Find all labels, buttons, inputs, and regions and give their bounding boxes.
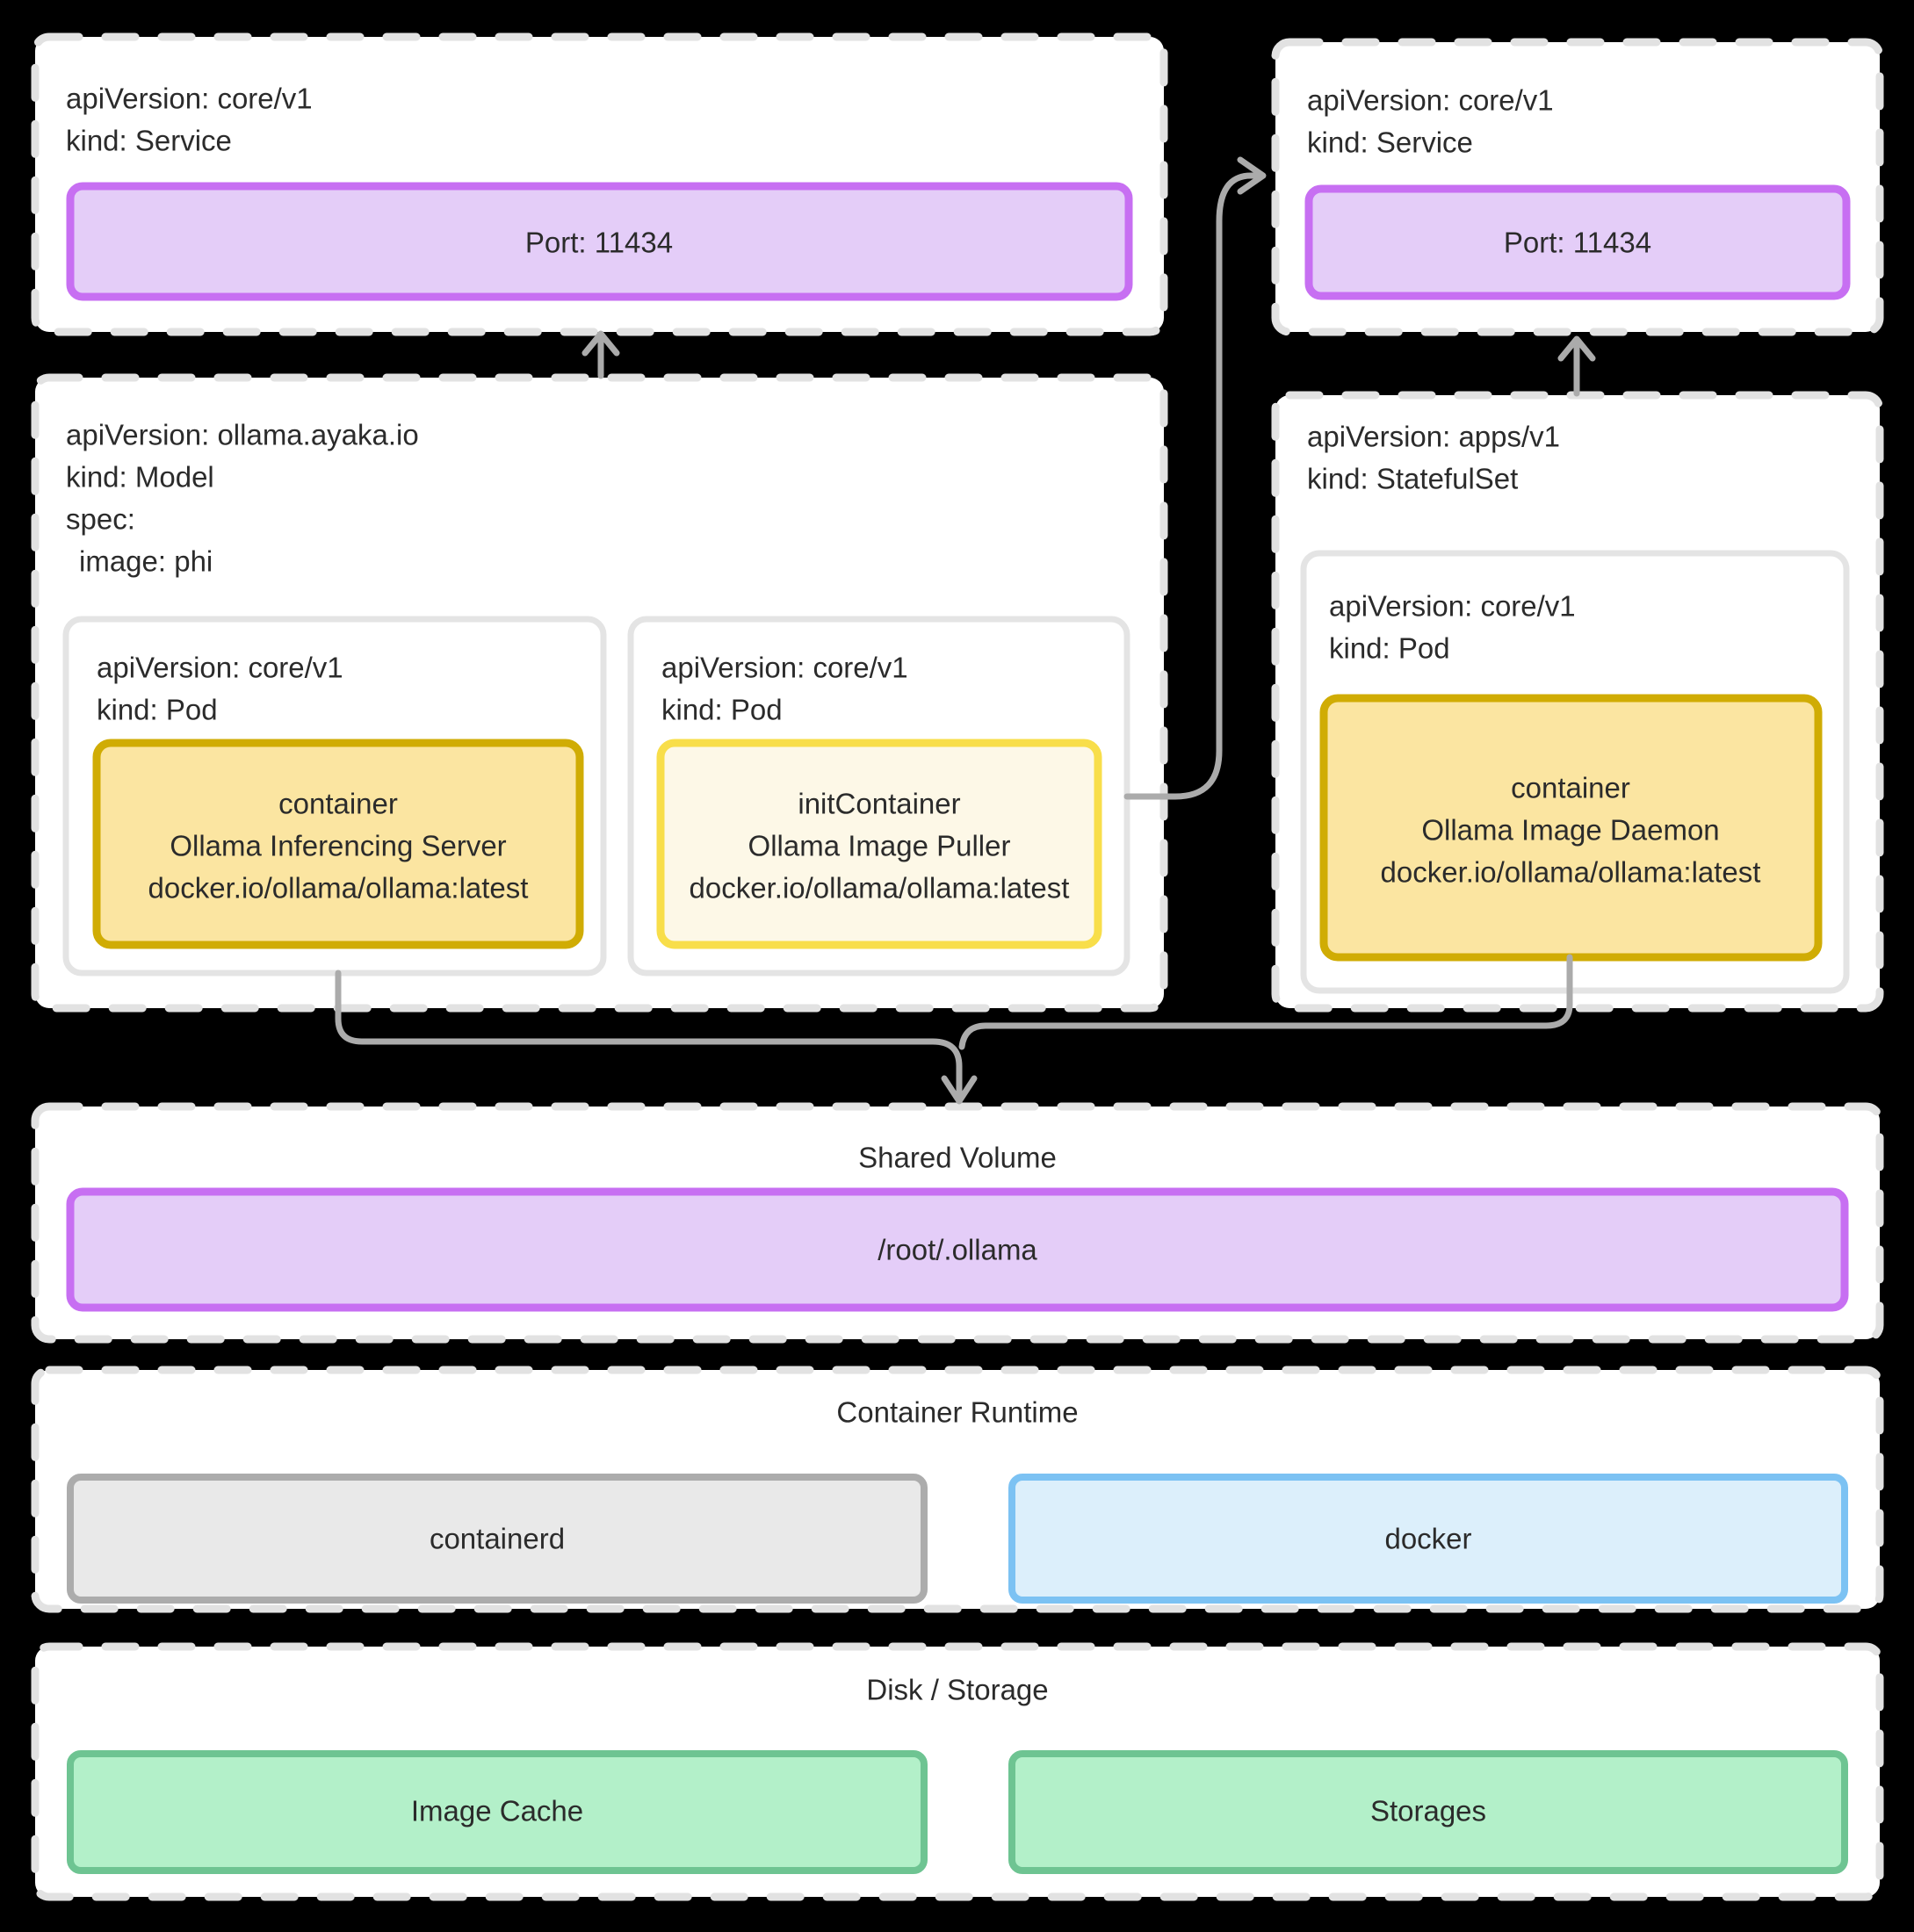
model-spec: spec: xyxy=(66,502,135,536)
service-left-port-label: Port: 11434 xyxy=(524,226,674,259)
storages-card xyxy=(1008,1750,1848,1874)
pod-daemon-api-version: apiVersion: core/v1 xyxy=(1329,589,1576,623)
model-spec-image: image: phi xyxy=(79,544,213,578)
service-right-api-version: apiVersion: core/v1 xyxy=(1307,83,1554,117)
pod-inferencing-kind: kind: Pod xyxy=(97,693,218,726)
shared-volume-path: /root/.ollama xyxy=(878,1233,1037,1266)
container-inferencing-name: Ollama Inferencing Server xyxy=(170,829,507,862)
pod-inferencing-api-version: apiVersion: core/v1 xyxy=(97,651,343,684)
arrow-statefulset-to-service-right xyxy=(1557,335,1596,397)
container-puller-role: initContainer xyxy=(798,787,961,820)
model-api-version: apiVersion: ollama.ayaka.io xyxy=(66,418,419,451)
container-runtime-title: Container Runtime xyxy=(836,1395,1079,1429)
docker-card xyxy=(1008,1474,1848,1604)
port-badge-right xyxy=(1304,184,1851,300)
service-right-port-label: Port: 11434 xyxy=(1503,226,1652,259)
containerd-label: containerd xyxy=(429,1522,566,1555)
pod-puller-api-version: apiVersion: core/v1 xyxy=(661,651,908,684)
shared-volume-title: Shared Volume xyxy=(858,1141,1057,1174)
container-daemon-image: docker.io/ollama/ollama:latest xyxy=(1380,855,1761,889)
container-daemon-role: container xyxy=(1511,771,1630,804)
container-puller-image: docker.io/ollama/ollama:latest xyxy=(689,871,1070,905)
container-card-inferencing xyxy=(92,739,584,949)
statefulset-api-version: apiVersion: apps/v1 xyxy=(1307,420,1561,453)
container-puller-name: Ollama Image Puller xyxy=(748,829,1011,862)
service-left-kind: kind: Service xyxy=(66,124,232,157)
pod-puller-kind: kind: Pod xyxy=(661,693,783,726)
arrow-initcontainer-to-service-right xyxy=(1123,156,1267,800)
arrow-model-to-service-left xyxy=(581,330,620,379)
model-kind: kind: Model xyxy=(66,460,214,494)
image-cache-card xyxy=(67,1750,928,1874)
arrow-pod-to-shared-volume xyxy=(335,970,978,1105)
container-card-puller xyxy=(656,739,1102,949)
service-right-kind: kind: Service xyxy=(1307,126,1473,159)
shared-volume-path-badge xyxy=(66,1187,1849,1312)
pod-daemon-kind: kind: Pod xyxy=(1329,631,1450,665)
storages-label: Storages xyxy=(1369,1794,1487,1827)
docker-label: docker xyxy=(1384,1522,1472,1555)
disk-storage-title: Disk / Storage xyxy=(866,1673,1049,1706)
statefulset-kind: kind: StatefulSet xyxy=(1307,462,1519,495)
arrow-daemon-to-shared-volume xyxy=(958,954,1573,1050)
container-daemon-name: Ollama Image Daemon xyxy=(1421,813,1720,847)
port-badge-left xyxy=(66,182,1133,301)
image-cache-label: Image Cache xyxy=(410,1794,584,1827)
containerd-card xyxy=(67,1474,928,1604)
service-left-api-version: apiVersion: core/v1 xyxy=(66,82,313,115)
container-inferencing-role: container xyxy=(278,787,398,820)
container-inferencing-image: docker.io/ollama/ollama:latest xyxy=(148,871,529,905)
